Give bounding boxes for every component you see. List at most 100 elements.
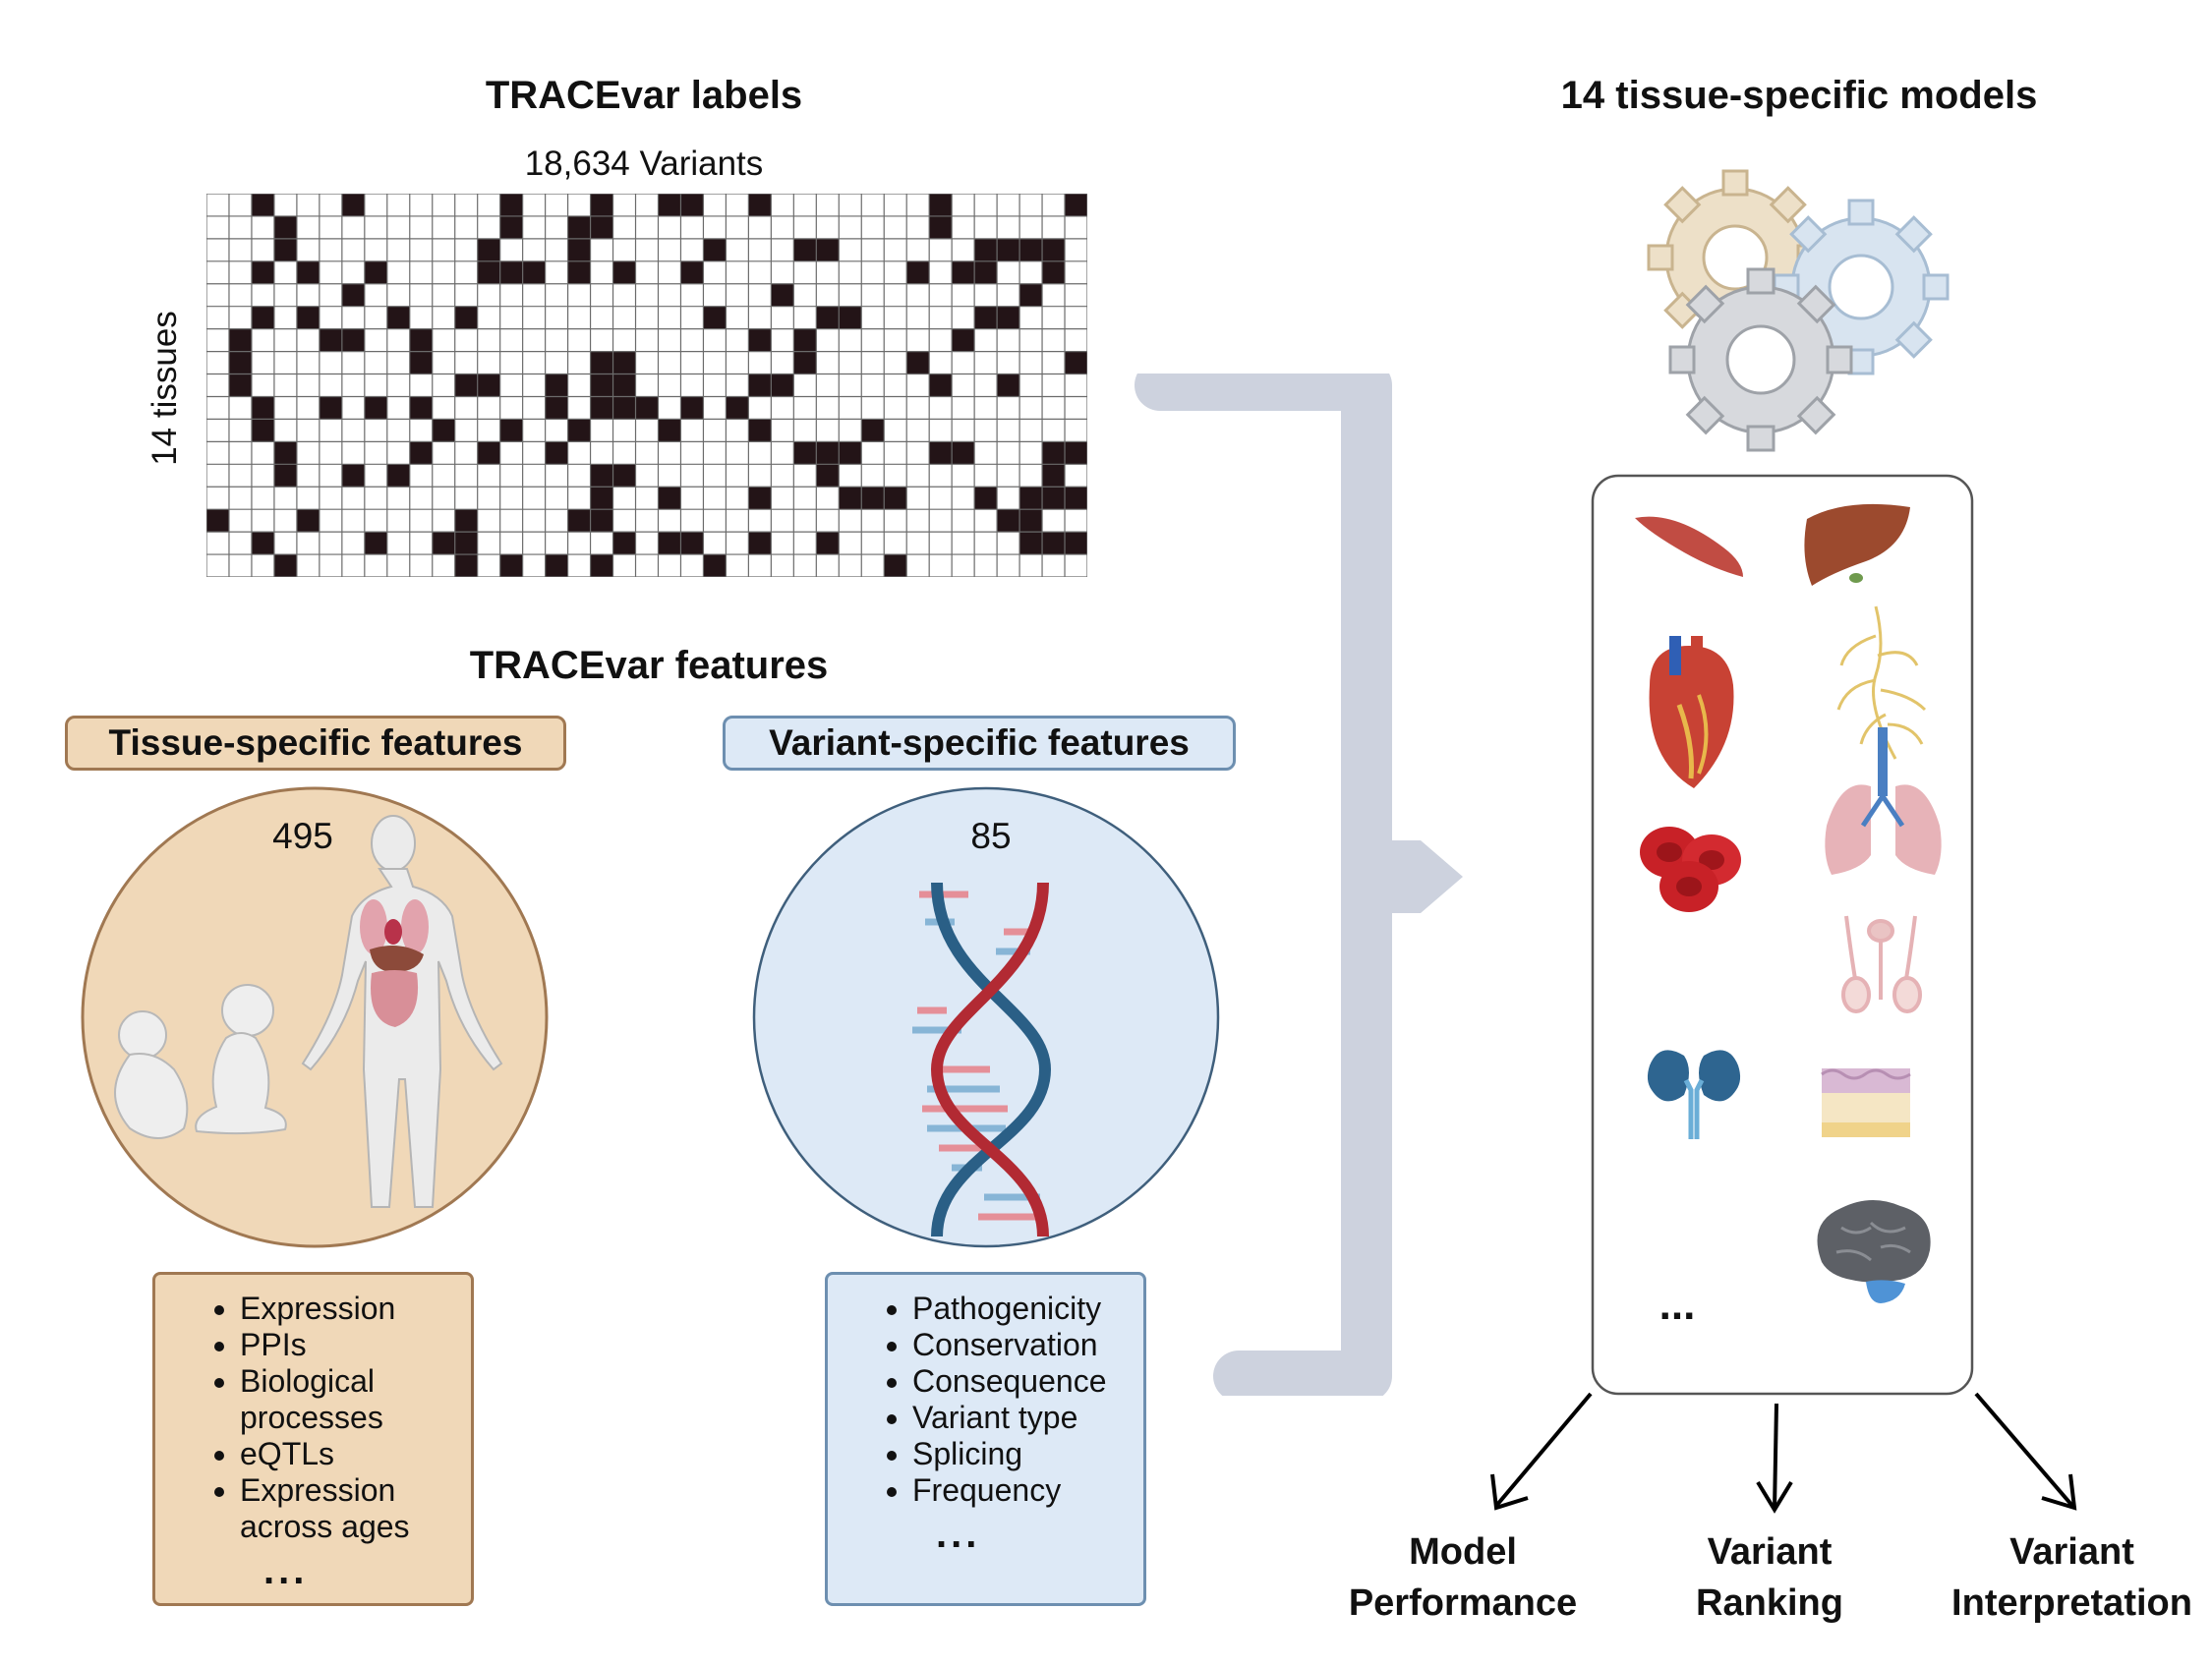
matrix-cell-filled bbox=[748, 194, 772, 216]
matrix-cell-filled bbox=[974, 487, 998, 510]
matrix-cell-filled bbox=[703, 306, 727, 329]
matrix-cell-filled bbox=[612, 396, 636, 420]
matrix-cell-filled bbox=[590, 487, 613, 510]
list-item: eQTLs bbox=[240, 1436, 451, 1472]
matrix-cell-filled bbox=[974, 238, 998, 261]
matrix-cell-filled bbox=[432, 419, 455, 442]
matrix-cell-filled bbox=[612, 351, 636, 374]
matrix-cell-filled bbox=[793, 328, 817, 352]
matrix-cell-filled bbox=[341, 464, 365, 488]
label-matrix bbox=[206, 194, 1087, 577]
matrix-cell-filled bbox=[567, 260, 591, 284]
matrix-cell-filled bbox=[726, 396, 749, 420]
matrix-cell-filled bbox=[499, 194, 523, 216]
muscle-icon bbox=[1635, 516, 1743, 577]
matrix-cell-filled bbox=[658, 194, 681, 216]
matrix-cell-filled bbox=[251, 419, 274, 442]
matrix-cell-filled bbox=[839, 441, 862, 465]
matrix-cell-filled bbox=[545, 441, 568, 465]
heart-icon bbox=[1649, 636, 1734, 788]
matrix-cell-filled bbox=[454, 532, 478, 555]
testis-icon bbox=[1841, 915, 1922, 1013]
matrix-cell-filled bbox=[364, 260, 387, 284]
tissue-features-circle: 495 bbox=[81, 786, 549, 1248]
matrix-cell-filled bbox=[974, 306, 998, 329]
variants-count-label: 18,634 Variants bbox=[524, 144, 764, 183]
arrow-icon bbox=[1494, 1392, 1593, 1508]
list-item: Conservation bbox=[912, 1327, 1124, 1363]
list-item: Expression across ages bbox=[240, 1472, 451, 1545]
arrow-icon bbox=[1773, 1403, 1778, 1511]
matrix-cell-filled bbox=[251, 260, 274, 284]
output-variant-ranking: Variant Ranking bbox=[1661, 1526, 1878, 1629]
matrix-cell-filled bbox=[1065, 532, 1087, 555]
matrix-cell-filled bbox=[816, 238, 840, 261]
matrix-cell-filled bbox=[477, 260, 500, 284]
matrix-cell-filled bbox=[952, 441, 975, 465]
arrow-right-icon bbox=[1371, 840, 1463, 913]
matrix-cell-filled bbox=[703, 238, 727, 261]
matrix-cell-filled bbox=[567, 509, 591, 533]
matrix-cell-filled bbox=[1065, 487, 1087, 510]
matrix-cell-filled bbox=[409, 396, 433, 420]
matrix-cell-filled bbox=[567, 238, 591, 261]
matrix-cell-filled bbox=[703, 554, 727, 577]
matrix-cell-filled bbox=[386, 464, 410, 488]
matrix-cell-filled bbox=[680, 260, 704, 284]
liver-icon bbox=[1804, 503, 1910, 586]
matrix-cell-filled bbox=[545, 396, 568, 420]
variant-features-more: ... bbox=[936, 1513, 981, 1556]
matrix-cell-filled bbox=[635, 396, 659, 420]
matrix-cell-filled bbox=[906, 260, 930, 284]
variant-features-list: Pathogenicity Conservation Consequence V… bbox=[825, 1272, 1146, 1606]
human-body-icon bbox=[301, 815, 503, 1208]
matrix-cell-filled bbox=[499, 554, 523, 577]
matrix-cell-filled bbox=[929, 194, 953, 216]
models-title: 14 tissue-specific models bbox=[1560, 74, 2038, 117]
variant-features-header: Variant-specific features bbox=[723, 716, 1236, 771]
matrix-cell-filled bbox=[748, 328, 772, 352]
output-model-performance: Model Performance bbox=[1345, 1526, 1581, 1629]
more-models-ellipsis: ... bbox=[1659, 1281, 1696, 1329]
matrix-cell-filled bbox=[612, 260, 636, 284]
blood-icon bbox=[1640, 827, 1741, 912]
matrix-cell-filled bbox=[1042, 487, 1066, 510]
matrix-cell-filled bbox=[997, 238, 1020, 261]
skin-icon bbox=[1821, 1068, 1911, 1137]
list-item: Consequence bbox=[912, 1363, 1124, 1400]
kidney-icon bbox=[1647, 1050, 1741, 1139]
matrix-cell-filled bbox=[228, 374, 252, 397]
matrix-cell-filled bbox=[409, 441, 433, 465]
matrix-cell-filled bbox=[499, 215, 523, 239]
matrix-cell-filled bbox=[884, 554, 907, 577]
fetus-icon bbox=[114, 1010, 189, 1139]
matrix-cell-filled bbox=[612, 532, 636, 555]
list-item: PPIs bbox=[240, 1327, 451, 1363]
matrix-cell-filled bbox=[816, 441, 840, 465]
matrix-cell-filled bbox=[590, 509, 613, 533]
matrix-cell-filled bbox=[590, 351, 613, 374]
tissue-feature-count: 495 bbox=[272, 816, 333, 856]
matrix-cell-filled bbox=[1042, 464, 1066, 488]
matrix-cell-filled bbox=[1042, 260, 1066, 284]
matrix-cell-filled bbox=[386, 306, 410, 329]
matrix-cell-filled bbox=[997, 306, 1020, 329]
matrix-cell-filled bbox=[251, 532, 274, 555]
matrix-cell-filled bbox=[251, 306, 274, 329]
matrix-cell-filled bbox=[273, 238, 297, 261]
matrix-cell-filled bbox=[816, 532, 840, 555]
matrix-cell-filled bbox=[273, 215, 297, 239]
matrix-cell-filled bbox=[590, 194, 613, 216]
output-line: Variant bbox=[2009, 1531, 2134, 1573]
matrix-cell-filled bbox=[522, 260, 546, 284]
matrix-cell-filled bbox=[612, 464, 636, 488]
matrix-cell-filled bbox=[477, 374, 500, 397]
organs-icon bbox=[360, 899, 429, 1027]
matrix-cell-filled bbox=[771, 283, 794, 307]
list-item: Biological processes bbox=[240, 1363, 451, 1436]
matrix-cell-filled bbox=[228, 351, 252, 374]
matrix-cell-filled bbox=[1042, 238, 1066, 261]
matrix-cell-filled bbox=[251, 194, 274, 216]
list-item: Variant type bbox=[912, 1400, 1124, 1436]
matrix-cell-filled bbox=[590, 374, 613, 397]
